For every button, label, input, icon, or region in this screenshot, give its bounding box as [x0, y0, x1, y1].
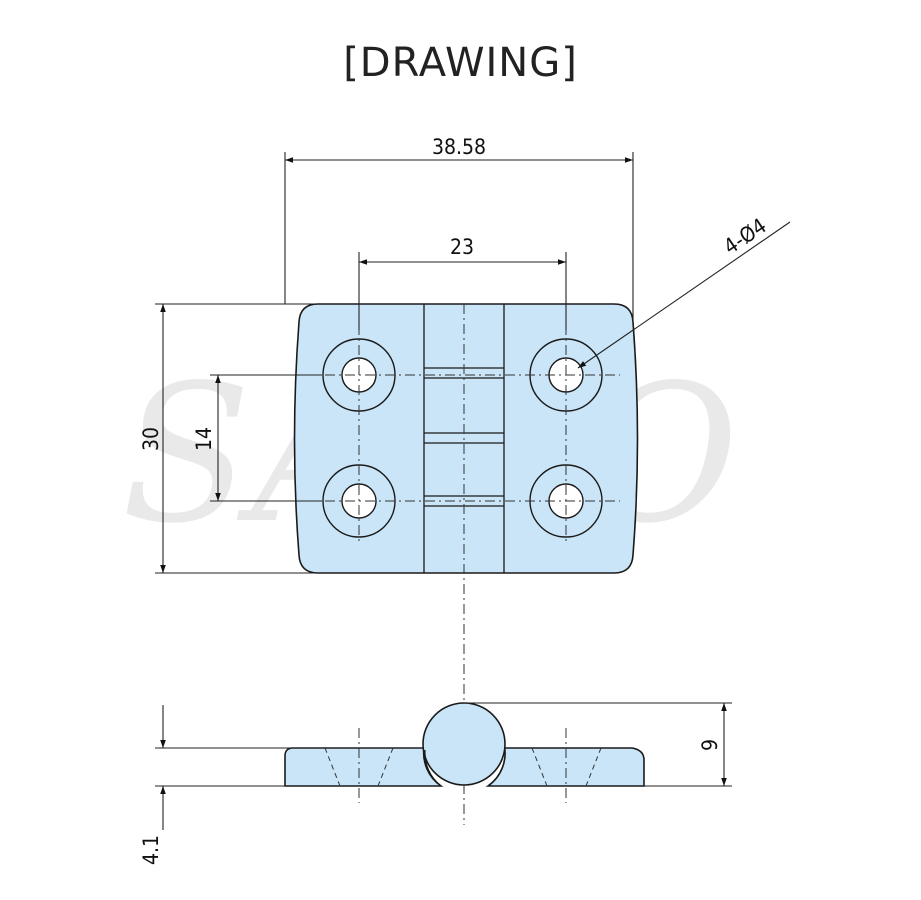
hole-spacing-horizontal-label: 23 [450, 235, 474, 259]
dimension-plate-thickness: 4.1 [139, 705, 424, 865]
dimension-hole-spacing-vertical: 14 [192, 374, 322, 502]
dimension-overall-height: 30 [139, 303, 318, 574]
side-height-label: 9 [698, 739, 722, 751]
overall-width-label: 38.58 [432, 135, 486, 159]
dimension-hole-spacing-horizontal: 23 [358, 235, 567, 330]
hinge-side-view [284, 702, 645, 803]
drawing-title: [DRAWING] [343, 40, 578, 86]
hinge-top-view [293, 303, 639, 825]
plate-thickness-label: 4.1 [139, 835, 163, 865]
dimension-side-height: 9 [464, 702, 732, 787]
dimension-overall-width: 38.58 [284, 135, 634, 320]
hole-spacing-vertical-label: 14 [192, 427, 216, 451]
overall-height-label: 30 [139, 427, 163, 451]
